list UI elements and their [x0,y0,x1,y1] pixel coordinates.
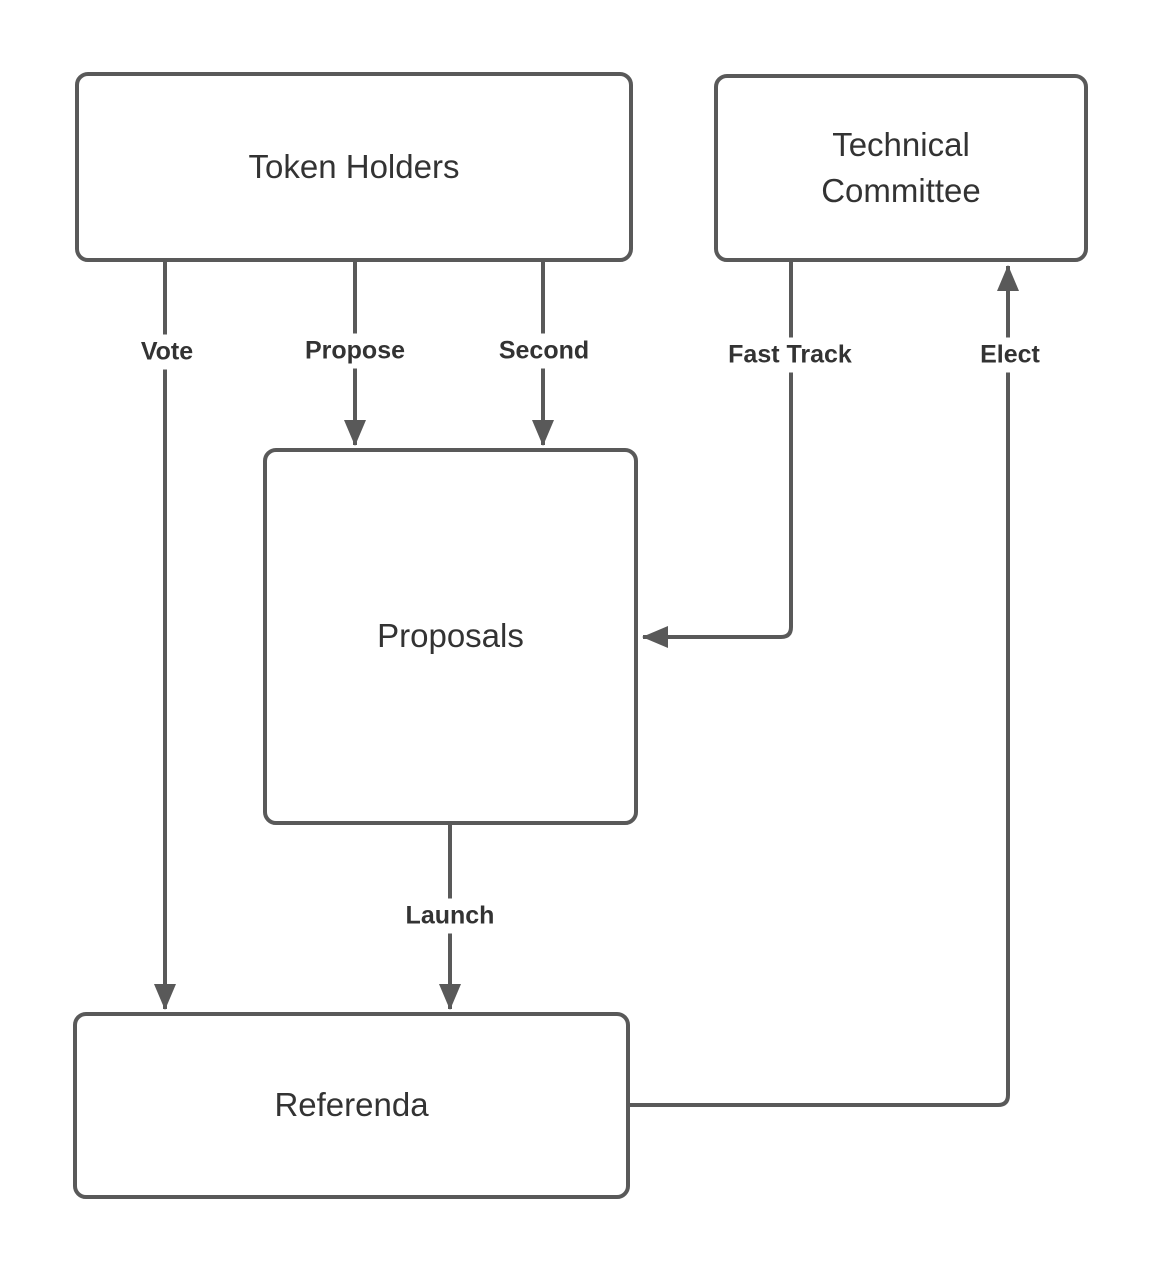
node-token-holders: Token Holders [75,72,633,262]
edge-fast-track-arrow [642,262,793,648]
edge-label-fast-track: Fast Track [719,337,861,373]
node-technical-committee: Technical Committee [714,74,1088,262]
node-referenda-label: Referenda [274,1086,429,1124]
edge-elect-arrow [630,265,1019,1107]
node-technical-committee-label: Technical Committee [821,125,981,209]
node-token-holders-label: Token Holders [248,147,460,185]
node-proposals: Proposals [263,448,638,825]
node-referenda: Referenda [73,1012,630,1199]
edge-label-elect: Elect [971,337,1049,373]
edge-label-vote: Vote [131,334,203,370]
edge-label-second: Second [489,333,599,369]
node-proposals-label: Proposals [377,617,524,655]
edge-label-propose: Propose [295,333,415,369]
edge-label-launch: Launch [396,898,504,934]
